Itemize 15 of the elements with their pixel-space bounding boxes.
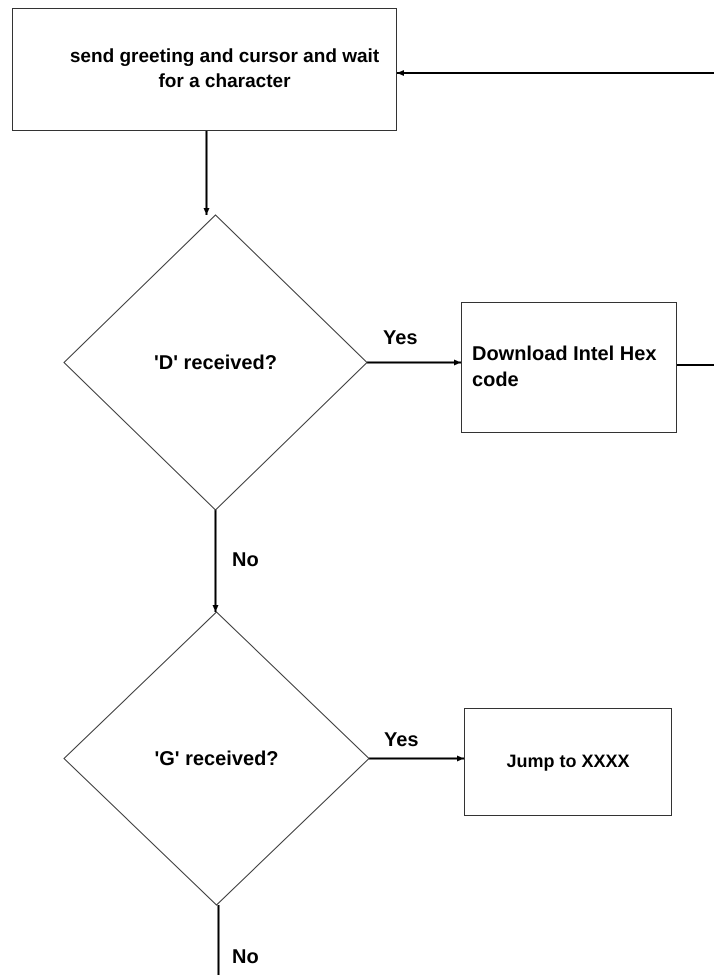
arrow <box>204 131 210 215</box>
connector-line <box>677 364 714 366</box>
node-text: 'D' received? <box>154 350 277 376</box>
node-text: 'G' received? <box>154 746 278 772</box>
connector-line <box>218 905 220 975</box>
node-text: Download Intel Hex code <box>472 342 658 393</box>
process-box <box>12 8 397 131</box>
node-text: Jump to XXXX <box>506 750 630 774</box>
arrow <box>212 510 218 612</box>
arrow <box>397 70 714 76</box>
process-box <box>464 708 672 816</box>
node-text: send greeting and cursor and wait for a character <box>68 44 380 94</box>
arrow <box>367 360 461 366</box>
arrow <box>369 756 464 762</box>
process-box <box>461 302 677 433</box>
